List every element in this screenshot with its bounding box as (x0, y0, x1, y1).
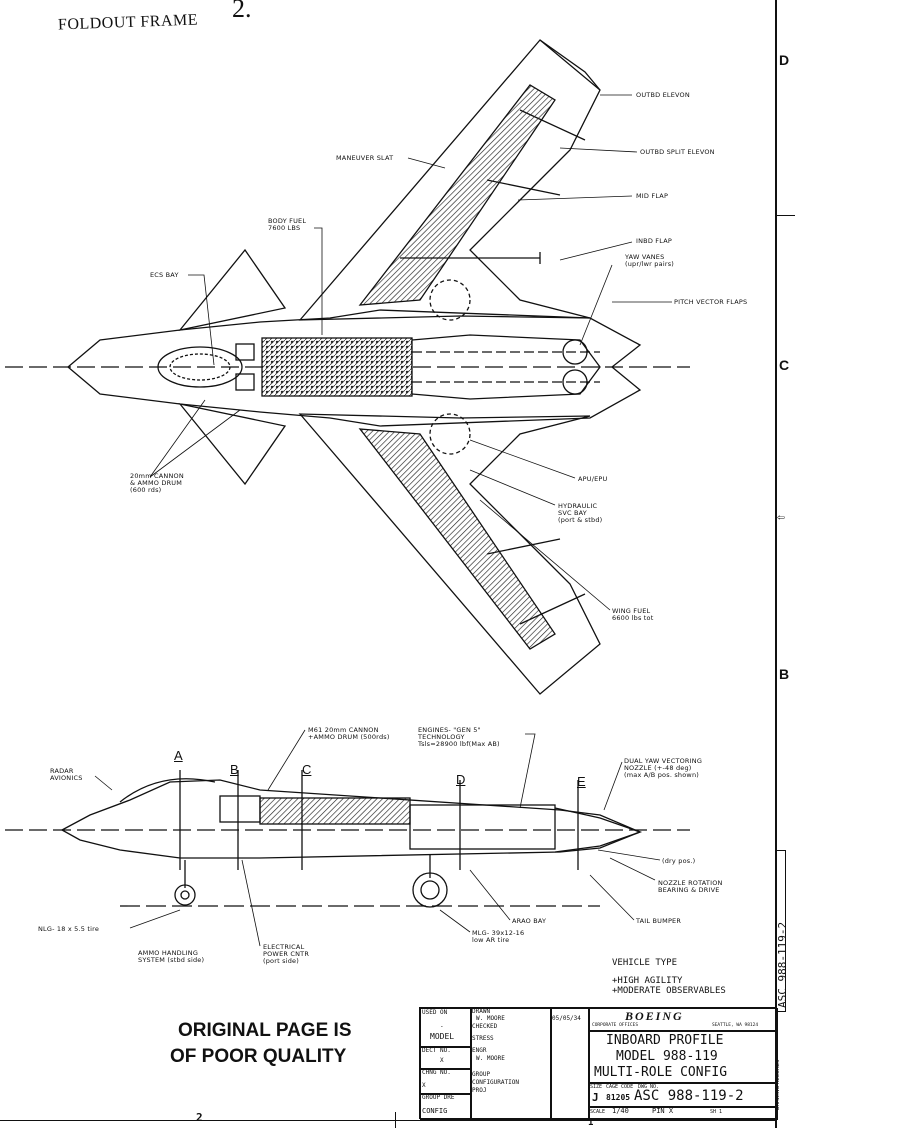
tb-drawn-by: W. MOORE (476, 1015, 505, 1022)
label-apu-epu: APU/EPU (578, 475, 608, 483)
tb-group: GROUP (472, 1071, 491, 1078)
footer-divider (395, 1112, 396, 1128)
label-body-fuel: BODY FUEL 7600 LBS (268, 217, 307, 232)
tb-scale-label: SCALE (590, 1109, 606, 1115)
border-tick-top (775, 215, 795, 216)
label-mlg: MLG- 39x12-16 low AR tire (472, 929, 525, 944)
tb-title-3: MULTI-ROLE CONFIG (594, 1065, 728, 1080)
section-d-label: D (456, 772, 466, 787)
section-b-label: B (230, 762, 239, 777)
tb-dwg-label: DWG NO. (638, 1084, 660, 1090)
footer-line (0, 1120, 775, 1121)
tb-config: CONFIG (422, 1107, 448, 1115)
label-radar-avionics: RADAR AVIONICS (50, 767, 83, 782)
section-a-label: A (174, 748, 183, 763)
tb-size-label: SIZE (590, 1084, 603, 1090)
label-mid-flap: MID FLAP (636, 192, 669, 200)
label-m61-cannon: M61 20mm CANNON +AMMO DRUM (500rds) (308, 726, 390, 741)
tb-drawn-label: DRAWN (472, 1008, 491, 1015)
label-electrical: ELECTRICAL POWER CNTR (port side) (263, 943, 310, 965)
label-ammo-handling: AMMO HANDLING SYSTEM (stbd side) (138, 949, 205, 964)
tb-used-on: USED ON (422, 1009, 448, 1016)
planform-view (5, 39, 690, 695)
vehicle-type-line1: +HIGH AGILITY (612, 976, 683, 986)
tb-dwg: ASC 988-119-2 (634, 1088, 744, 1104)
tb-stress: STRESS (472, 1035, 494, 1042)
title-block: USED ON - MODEL DECT NO. X CHNG NO. X GR… (419, 1007, 778, 1120)
tb-x-1: X (440, 1057, 444, 1064)
label-dry-pos: (dry pos.) (662, 857, 696, 865)
tb-engr-by: W. MOORE (476, 1055, 505, 1062)
label-wing-fuel: WING FUEL 6600 lbs tot (612, 607, 654, 622)
quality-stamp-line1: ORIGINAL PAGE IS (178, 1020, 352, 1041)
tb-config-label: CONFIGURATION (472, 1079, 519, 1086)
label-pitch-vector-flaps: PITCH VECTOR FLAPS (674, 298, 748, 306)
label-cannon: 20mm CANNON & AMMO DRUM (600 rds) (130, 472, 184, 494)
vehicle-type-title: VEHICLE TYPE (612, 958, 678, 968)
label-nozzle-rotation: NOZZLE ROTATION BEARING & DRIVE (658, 879, 723, 894)
label-tail-bumper: TAIL BUMPER (636, 917, 682, 925)
label-hydraulic: HYDRAULIC SVC BAY (port & stbd) (558, 502, 603, 524)
tb-dect-no: DECT NO. (422, 1047, 451, 1054)
label-arao-bay: ARAO BAY (512, 917, 547, 925)
tb-scale: 1/40 (612, 1107, 629, 1115)
upper-canard (178, 248, 287, 332)
tb-x-2: X (422, 1082, 426, 1089)
label-dual-yaw: DUAL YAW VECTORING NOZZLE (+-48 deg) (ma… (624, 757, 703, 779)
tb-title-2: MODEL 988-119 (616, 1049, 718, 1064)
tb-company-logo: BOEING (625, 1009, 684, 1023)
quality-stamp-line2: OF POOR QUALITY (170, 1046, 347, 1067)
profile-fuselage (60, 779, 642, 859)
tb-title-1: INBOARD PROFILE (606, 1033, 724, 1048)
lower-wing (298, 413, 601, 695)
drawing-border-right (775, 0, 777, 1128)
tb-proj: PROJ (472, 1087, 487, 1094)
zone-b: B (779, 666, 790, 682)
label-outbd-split-elevon: OUTBD SPLIT ELEVON (640, 148, 715, 156)
tb-corp-offices: CORPORATE OFFICES (592, 1023, 639, 1028)
label-yaw-vanes: YAW VANES (upr/lwr pairs) (625, 253, 675, 268)
zone-c: C (779, 357, 790, 373)
fuselage-outline (66, 309, 642, 427)
tb-date: 05/05/34 (552, 1015, 581, 1022)
section-e-label: E (577, 774, 586, 789)
upper-wing (298, 39, 601, 321)
tb-model-label: MODEL (430, 1032, 455, 1041)
label-engines: ENGINES- "GEN 5" TECHNOLOGY Tsls=28900 l… (418, 726, 500, 748)
side-profile-view (5, 729, 690, 947)
tb-checked: CHECKED (472, 1023, 498, 1030)
zone-d: D (779, 52, 790, 68)
side-dwg-number: ASC 988-119-2 (776, 921, 789, 1008)
tb-sh: SH 1 (710, 1109, 723, 1115)
tb-cage-label: CAGE CODE (606, 1084, 634, 1090)
tb-group-dre: GROUP DRE (422, 1094, 455, 1101)
tb-seattle: SEATTLE, WA 98124 (712, 1023, 759, 1028)
label-ecs-bay: ECS BAY (150, 271, 179, 279)
tb-size: J (592, 1091, 599, 1104)
vehicle-type-line2: +MODERATE OBSERVABLES (612, 986, 726, 996)
footer-sheet-left: 2 (196, 1111, 203, 1124)
sheet-mark: 2. (232, 0, 252, 23)
section-c-label: C (302, 762, 312, 777)
label-outbd-elevon: OUTBD ELEVON (636, 91, 690, 99)
footer-sheet-right: 1 (588, 1118, 594, 1128)
tb-pin: PIN X (652, 1107, 674, 1115)
tb-cage: 81205 (606, 1093, 631, 1102)
label-maneuver-slat: MANEUVER SLAT (336, 154, 394, 162)
tb-chng-no: CHNG NO. (422, 1069, 451, 1076)
lower-canard (178, 402, 287, 486)
side-border-box (775, 850, 786, 1012)
label-inbd-flap: INBD FLAP (636, 237, 672, 245)
tb-engr: ENGR (472, 1047, 487, 1054)
tb-model-val: - (440, 1023, 444, 1030)
center-arrow-icon: ⇦ (777, 510, 785, 525)
label-nlg: NLG- 18 x 5.5 tire (38, 925, 100, 933)
